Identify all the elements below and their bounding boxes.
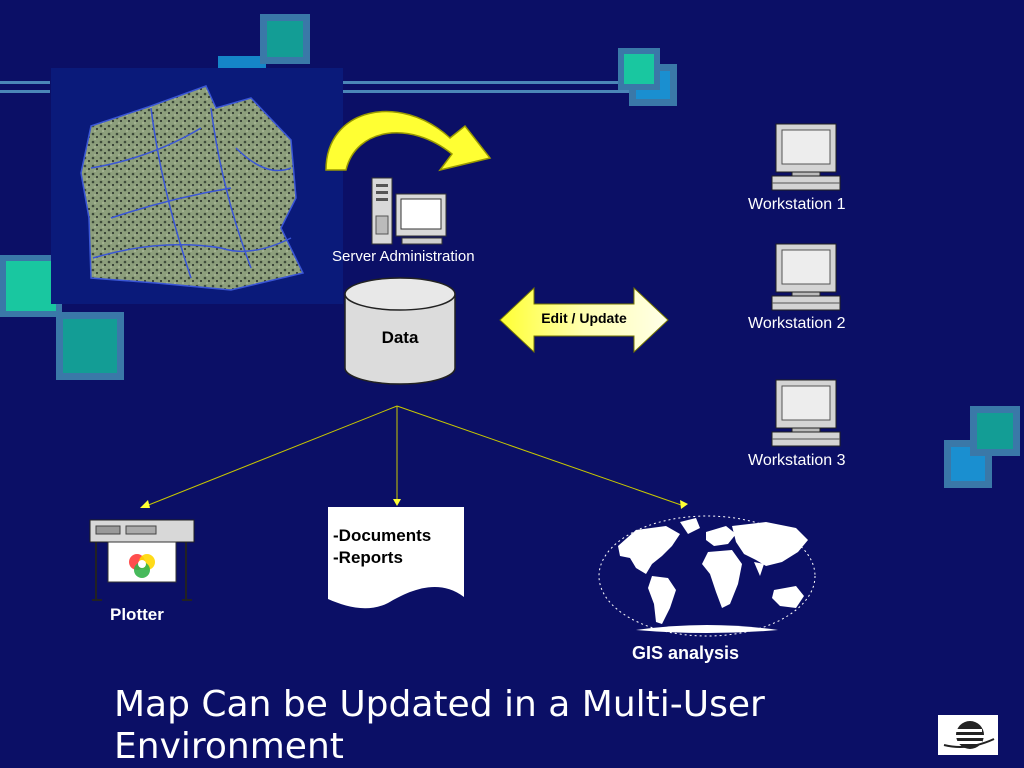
deco-line xyxy=(343,90,633,93)
documents-line: -Documents xyxy=(333,526,432,545)
documents-reports-text: -Documents -Reports xyxy=(333,525,431,569)
plotter-label: Plotter xyxy=(110,605,164,624)
arrowhead xyxy=(140,500,150,508)
deco-line xyxy=(0,90,50,93)
workstation-3-computer-icon xyxy=(771,379,841,447)
map-boundaries xyxy=(90,107,292,279)
server-computer-icon xyxy=(371,177,447,245)
map-region xyxy=(80,85,305,291)
edit-update-label: Edit / Update xyxy=(541,310,627,326)
edit-update-double-arrow xyxy=(499,286,669,354)
connector-to-plotter xyxy=(145,405,398,507)
map-image xyxy=(51,68,343,304)
workstation-3-label: Workstation 3 xyxy=(748,452,846,469)
connector-to-gis xyxy=(396,405,685,507)
world-map-icon xyxy=(598,515,816,637)
slide-title-line-1: Map Can be Updated in a Multi-User xyxy=(114,684,765,725)
deco-square xyxy=(977,413,1013,449)
slide-title: Map Can be Updated in a Multi-User Envir… xyxy=(114,684,765,768)
deco-line xyxy=(0,81,50,84)
workstation-2-computer-icon xyxy=(771,243,841,311)
deco-square xyxy=(624,54,654,84)
workstation-2-label: Workstation 2 xyxy=(748,315,846,332)
deco-square xyxy=(6,261,56,311)
document-icon xyxy=(328,507,464,609)
plotter-icon xyxy=(89,519,195,601)
deco-square xyxy=(63,319,117,373)
reports-line: -Reports xyxy=(333,548,403,567)
data-label: Data xyxy=(381,328,419,347)
gis-analysis-label: GIS analysis xyxy=(632,643,740,663)
arrowhead xyxy=(393,499,401,506)
workstation-1-computer-icon xyxy=(771,123,841,191)
arrowhead xyxy=(680,500,688,509)
deco-line xyxy=(343,81,633,84)
database-cylinder-icon xyxy=(344,277,456,385)
workstation-1-label: Workstation 1 xyxy=(748,196,846,213)
slide-title-line-2: Environment xyxy=(114,726,344,767)
yellow-curved-arrow-icon xyxy=(325,110,492,172)
logo-icon xyxy=(938,715,998,755)
server-administration-label: Server Administration xyxy=(332,248,475,265)
deco-square xyxy=(267,21,303,57)
